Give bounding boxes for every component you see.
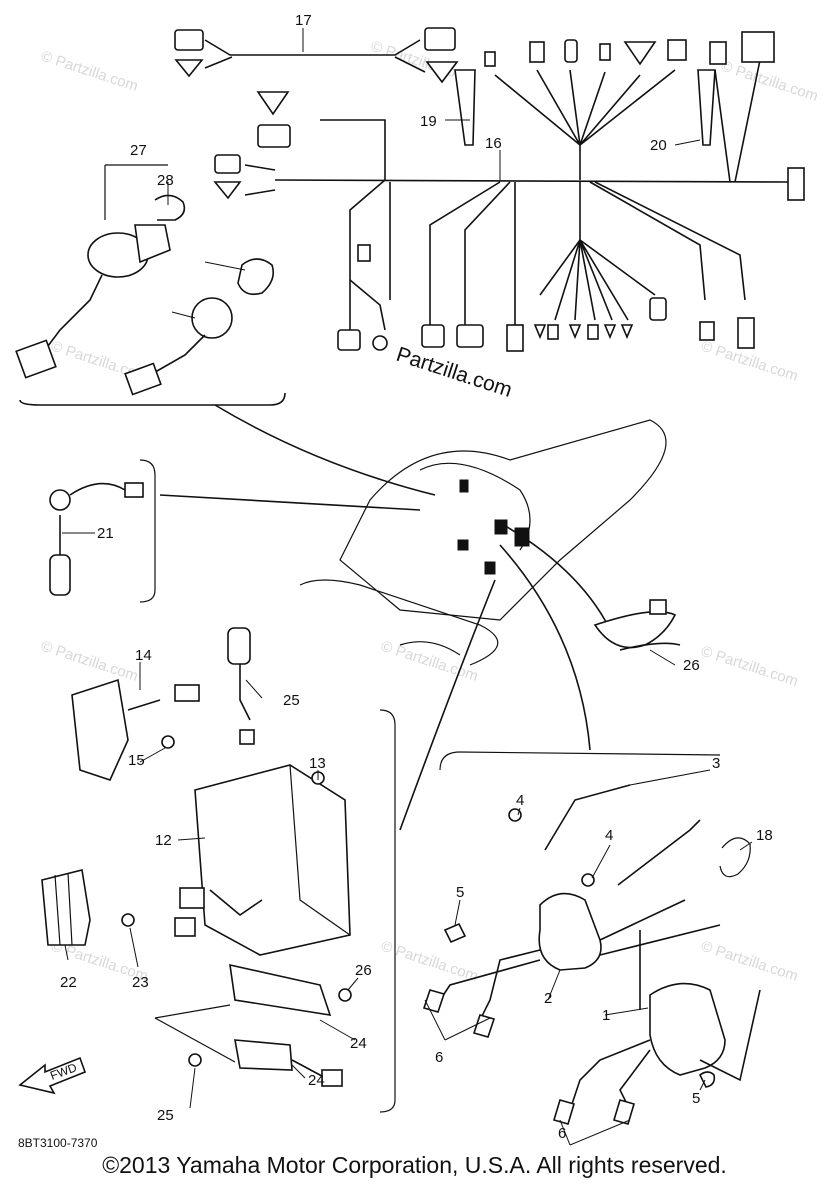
callout-16: 21 [97,525,114,542]
callout-4b: 4 [605,827,613,844]
callout-26: 28 [157,172,174,189]
watermark-text: © Partzilla.com [699,643,800,690]
bracket-22 [154,963,352,1087]
watermark-text: © Partzilla.com [379,638,480,685]
callout-11: 16 [485,135,502,152]
callout-15: 20 [650,137,667,154]
callout-21: 26 [683,657,700,674]
copyright-notice: ©2013 Yamaha Motor Corporation, U.S.A. A… [102,1152,727,1178]
fwd-arrow: FWD [18,1056,87,1095]
callout-7: 12 [155,832,172,849]
callout-5b: 5 [692,1090,700,1107]
group-bracket-ignition [439,751,721,771]
callout-20: 25 [283,692,300,709]
callout-22: 24 [350,1035,367,1052]
switch-16 [49,459,156,603]
callout-14: 19 [420,113,437,130]
callout-10: 15 [128,752,145,769]
watermark-text: © Partzilla.com [719,58,820,105]
watermark-text: © Partzilla.com [379,938,480,985]
band-21 [593,599,681,651]
callout-6b: 6 [558,1125,566,1142]
partzilla-watermark: Partzilla.com [393,343,514,402]
wiring-exploded-diagram: © Partzilla.com © Partzilla.com © Partzi… [15,12,820,1150]
callout-3: 3 [712,755,720,772]
callout-24: 26 [355,962,372,979]
callout-25: 27 [130,142,147,159]
relay-9 [71,678,200,781]
callout-2: 2 [544,990,552,1007]
callout-6: 6 [435,1049,443,1066]
callout-12: 17 [295,12,312,29]
leader-lines [62,28,753,1146]
watermark-text: © Partzilla.com [699,938,800,985]
callout-8: 13 [309,755,326,772]
callout-17: 22 [60,974,77,991]
sensor-20 [227,627,255,745]
cdi-unit-7 [174,764,351,956]
callout-23: 25 [157,1107,174,1124]
ignition-coils [422,784,761,1125]
watermark-text: © Partzilla.com [39,638,140,685]
callout-9: 14 [135,647,152,664]
rectifier-17 [41,869,135,946]
main-switch-25 [15,164,286,406]
callout-numbers: 17 19 16 20 27 28 21 14 25 15 13 12 22 2… [60,12,773,1142]
main-harness-11 [213,31,805,352]
callout-4: 4 [516,792,524,809]
group-bracket-right [379,709,396,1113]
snowmobile-sketch [159,404,667,831]
callout-1: 1 [602,1007,610,1024]
part-code: 8BT3100-7370 [18,1136,98,1150]
callout-19: 24 [308,1072,325,1089]
callout-13: 18 [756,827,773,844]
sub-harness-12 [174,27,459,84]
watermark-text: © Partzilla.com [39,48,140,95]
cable-bands-14-15 [454,69,716,146]
callout-18: 23 [132,974,149,991]
callout-5: 5 [456,884,464,901]
